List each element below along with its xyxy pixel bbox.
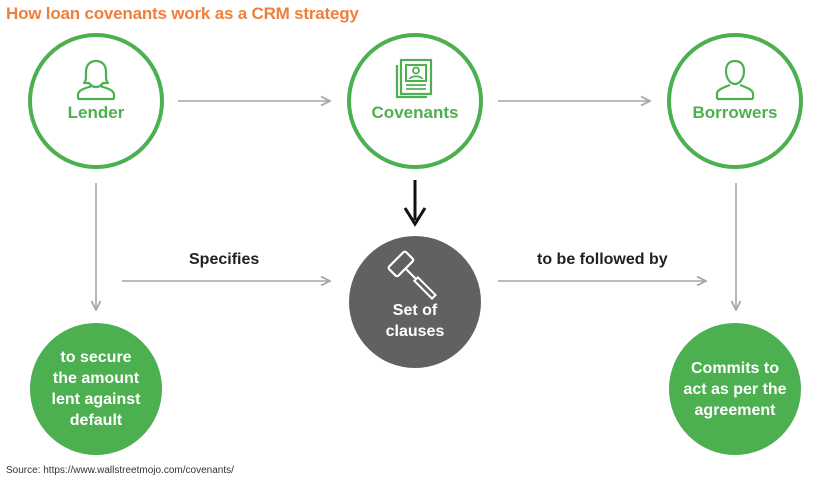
commits-line-2: act as per the <box>683 380 787 398</box>
commits-line-3: agreement <box>694 401 776 419</box>
edge-label-to-be-followed-by: to be followed by <box>537 251 668 268</box>
secure-text: to secure the amount lent against defaul… <box>44 347 148 431</box>
clauses-text: Set of clauses <box>349 300 481 342</box>
clauses-line-1: Set of <box>392 302 438 319</box>
clauses-node: Set of clauses <box>349 236 481 368</box>
lender-node: Lender <box>28 33 164 169</box>
source-note: Source: https://www.wallstreetmojo.com/c… <box>6 465 234 476</box>
commits-node: Commits to act as per the agreement <box>669 323 801 455</box>
secure-line-4: default <box>69 412 123 429</box>
secure-line-1: to secure <box>60 349 132 366</box>
commits-text: Commits to act as per the agreement <box>679 358 791 421</box>
person-male-icon <box>715 59 755 101</box>
secure-line-2: the amount <box>52 370 140 387</box>
document-id-icon <box>395 58 433 99</box>
edge-label-specifies: Specifies <box>189 251 260 268</box>
covenants-label: Covenants <box>371 103 459 122</box>
arrow-covenants-to-clauses <box>403 180 427 227</box>
borrowers-label: Borrowers <box>692 103 778 122</box>
commits-line-1: Commits to <box>691 359 779 377</box>
secure-line-3: lent against <box>51 391 141 408</box>
person-female-icon <box>76 59 116 101</box>
secure-node: to secure the amount lent against defaul… <box>30 323 162 455</box>
covenants-node: Covenants <box>347 33 483 169</box>
diagram-title: How loan covenants work as a CRM strateg… <box>6 4 359 23</box>
borrowers-node: Borrowers <box>667 33 803 169</box>
clauses-line-2: clauses <box>385 323 445 340</box>
lender-label: Lender <box>67 103 125 122</box>
gavel-icon <box>387 250 437 300</box>
